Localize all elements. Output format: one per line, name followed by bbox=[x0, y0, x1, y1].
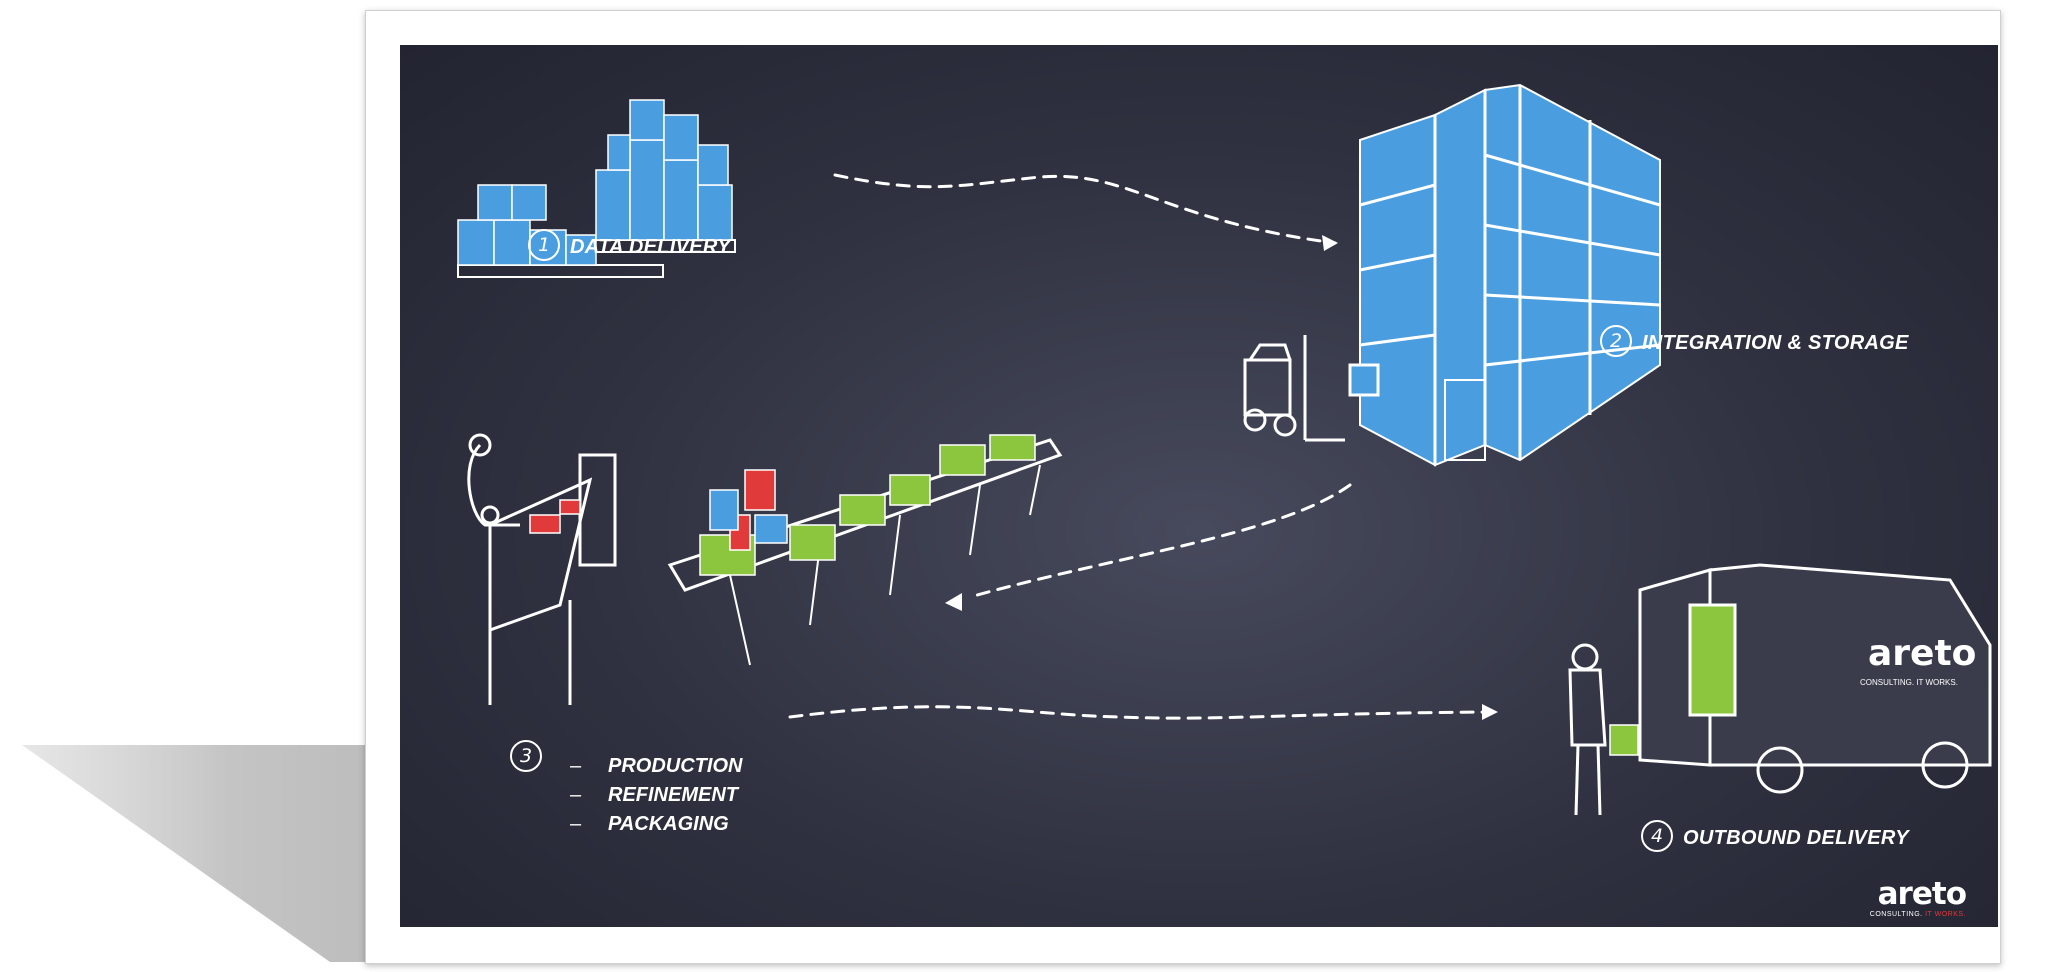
step-3-item: –PRODUCTION bbox=[570, 752, 742, 781]
forklift-icon bbox=[1245, 335, 1378, 440]
conveyor-icon bbox=[670, 435, 1060, 665]
areto-logo: areto CONSULTING. IT WORKS. bbox=[1870, 878, 1966, 919]
step-3-item-label: REFINEMENT bbox=[608, 784, 738, 806]
step-3-list: –PRODUCTION –REFINEMENT –PACKAGING bbox=[570, 752, 742, 839]
chalkboard: areto CONSULTING. IT WORKS. 1 DATA DELIV… bbox=[400, 45, 1998, 927]
arrow-3-to-4 bbox=[790, 707, 1495, 718]
warehouse-rack-icon bbox=[1360, 85, 1660, 465]
step-2-number: 2 bbox=[1600, 325, 1632, 357]
step-4-label: OUTBOUND DELIVERY bbox=[1683, 827, 1909, 850]
step-3-number: 3 bbox=[510, 740, 542, 772]
step-4-number: 4 bbox=[1641, 820, 1673, 852]
list-dash: – bbox=[570, 781, 608, 810]
logo-word: areto bbox=[1870, 878, 1966, 910]
step-3-item: –PACKAGING bbox=[570, 810, 742, 839]
step-3-item-label: PRODUCTION bbox=[608, 755, 742, 777]
list-dash: – bbox=[570, 810, 608, 839]
logo-tagline-accent: IT WORKS. bbox=[1925, 911, 1966, 918]
robot-arm-icon bbox=[469, 435, 615, 705]
van-logo-word: areto bbox=[1868, 633, 1976, 674]
step-2-label: INTEGRATION & STORAGE bbox=[1642, 332, 1909, 355]
van-logo-tagline: CONSULTING. IT WORKS. bbox=[1860, 678, 1958, 687]
arrow-2-to-3 bbox=[970, 485, 1350, 597]
arrow-1-to-2 bbox=[835, 175, 1335, 243]
delivery-person-icon bbox=[1570, 645, 1638, 815]
logo-tagline-main: CONSULTING. bbox=[1870, 911, 1923, 918]
step-3-item: –REFINEMENT bbox=[570, 781, 742, 810]
list-dash: – bbox=[570, 752, 608, 781]
step-1-label: DATA DELIVERY bbox=[570, 236, 731, 259]
logo-tagline: CONSULTING. IT WORKS. bbox=[1870, 910, 1966, 919]
step-3-item-label: PACKAGING bbox=[608, 813, 729, 835]
step-1-number: 1 bbox=[528, 229, 560, 261]
